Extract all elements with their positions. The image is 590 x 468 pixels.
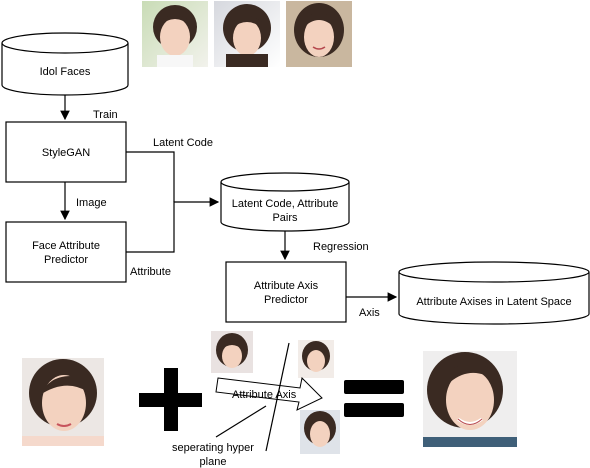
- output-face-photo: [423, 351, 517, 447]
- separating-plane-label-line2: plane: [200, 456, 227, 468]
- attribute-axis-arrow-icon: [215, 376, 323, 411]
- stylegan-box: StyleGAN: [5, 121, 127, 183]
- face-attribute-predictor-label-line1: Face Attribute: [32, 240, 100, 252]
- small-face-photo-3: [300, 410, 340, 454]
- axis-label: Axis: [359, 307, 380, 319]
- separating-plane-label-line1: seperating hyper: [172, 442, 254, 454]
- idol-photo-2: [214, 1, 280, 67]
- attribute-axis-predictor-label-line2: Predictor: [264, 294, 308, 306]
- small-face-photo-2: [298, 340, 334, 378]
- attribute-axises-label: Attribute Axises in Latent Space: [416, 296, 571, 308]
- idol-photo-3: [286, 1, 352, 67]
- stylegan-label: StyleGAN: [42, 147, 90, 159]
- attribute-axis-predictor-label-line1: Attribute Axis: [254, 280, 319, 292]
- attribute-axis-label: Attribute Axis: [232, 389, 297, 401]
- train-label: Train: [93, 109, 118, 121]
- small-face-photo-1: [211, 331, 253, 373]
- separating-plane-pointer: [215, 405, 267, 438]
- input-face-photo: [22, 358, 104, 446]
- latent-attribute-pairs-label-line2: Pairs: [272, 212, 298, 224]
- latent-code-label: Latent Code: [153, 137, 213, 149]
- separating-hyperplane-line: [265, 342, 290, 452]
- attribute-axises-db: Attribute Axises in Latent Space: [398, 261, 590, 325]
- plus-icon: [139, 368, 202, 431]
- attribute-axis-predictor-box: Attribute Axis Predictor: [225, 261, 347, 323]
- attribute-label: Attribute: [130, 266, 171, 278]
- attribute-line: [126, 197, 220, 253]
- latent-attribute-pairs-label-line1: Latent Code, Attribute: [232, 198, 338, 210]
- image-label: Image: [76, 197, 107, 209]
- latent-code-line: [126, 151, 175, 202]
- idol-photo-1: [142, 1, 208, 67]
- idol-faces-label: Idol Faces: [40, 66, 91, 78]
- idol-faces-db: Idol Faces: [1, 32, 129, 96]
- face-attribute-predictor-label-line2: Predictor: [44, 254, 88, 266]
- face-attribute-predictor-box: Face Attribute Predictor: [5, 221, 127, 283]
- latent-attribute-pairs-db: Latent Code, Attribute Pairs: [220, 172, 350, 232]
- equals-icon: [344, 380, 404, 417]
- regression-label: Regression: [313, 241, 369, 253]
